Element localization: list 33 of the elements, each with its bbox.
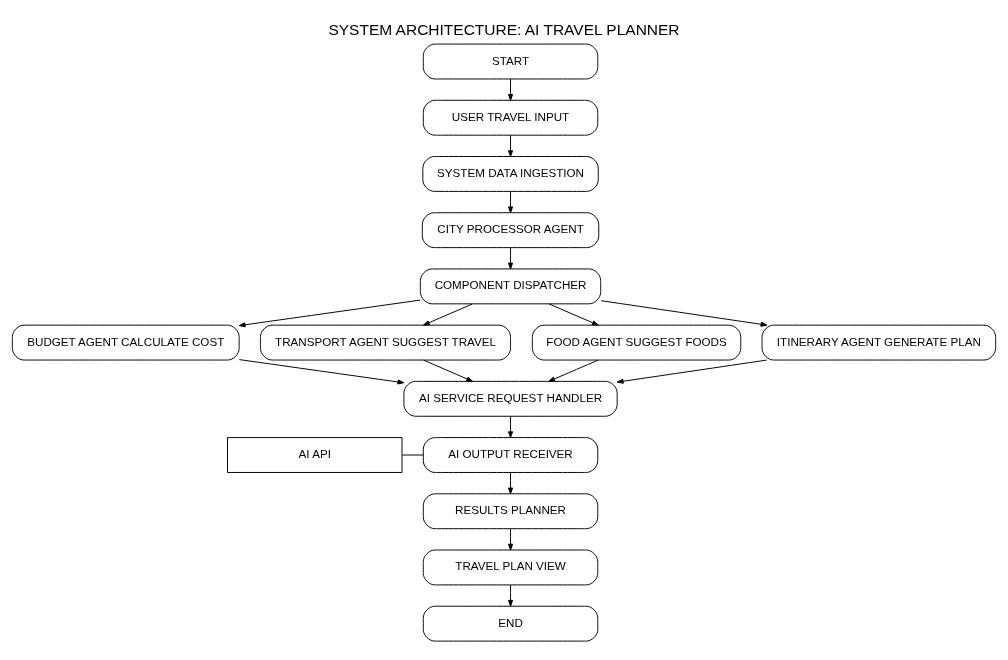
node-box: SYSTEM DATA INGESTION <box>422 156 599 192</box>
arrow <box>508 472 514 495</box>
arrow <box>508 247 514 270</box>
arrow <box>508 415 514 439</box>
node-box: AI API <box>227 437 403 473</box>
arrow <box>548 359 599 382</box>
diagram-title: SYSTEM ARCHITECTURE: AI TRAVEL PLANNER <box>328 21 680 39</box>
arrow <box>508 78 514 101</box>
arrow <box>508 134 514 157</box>
node-box: CITY PROCESSOR AGENT <box>421 212 600 249</box>
node-box: FOOD AGENT SUGGEST FOODS <box>531 324 742 361</box>
arrow <box>423 359 474 382</box>
node-box: END <box>422 605 599 642</box>
arrow <box>508 528 514 551</box>
node-box: TRAVEL PLAN VIEW <box>422 549 599 586</box>
arrow <box>238 359 405 385</box>
arrow <box>600 300 768 327</box>
connector <box>401 454 424 456</box>
node-box: TRANSPORT AGENT SUGGEST TRAVEL <box>260 324 512 361</box>
arrow <box>238 299 421 328</box>
node-box: RESULTS PLANNER <box>422 493 599 530</box>
arrow <box>508 191 514 214</box>
node-box: USER TRAVEL INPUT <box>422 99 599 136</box>
arrow <box>548 303 599 326</box>
node-box: START <box>422 43 599 80</box>
node-box: BUDGET AGENT CALCULATE COST <box>11 324 240 361</box>
node-box: AI SERVICE REQUEST HANDLER <box>403 380 618 417</box>
node-box: AI OUTPUT RECEIVER <box>422 437 599 473</box>
arrow <box>508 584 514 607</box>
node-box: COMPONENT DISPATCHER <box>419 268 602 305</box>
arrow <box>616 359 768 384</box>
node-box: ITINERARY AGENT GENERATE PLAN <box>761 324 997 361</box>
arrow <box>423 303 473 326</box>
